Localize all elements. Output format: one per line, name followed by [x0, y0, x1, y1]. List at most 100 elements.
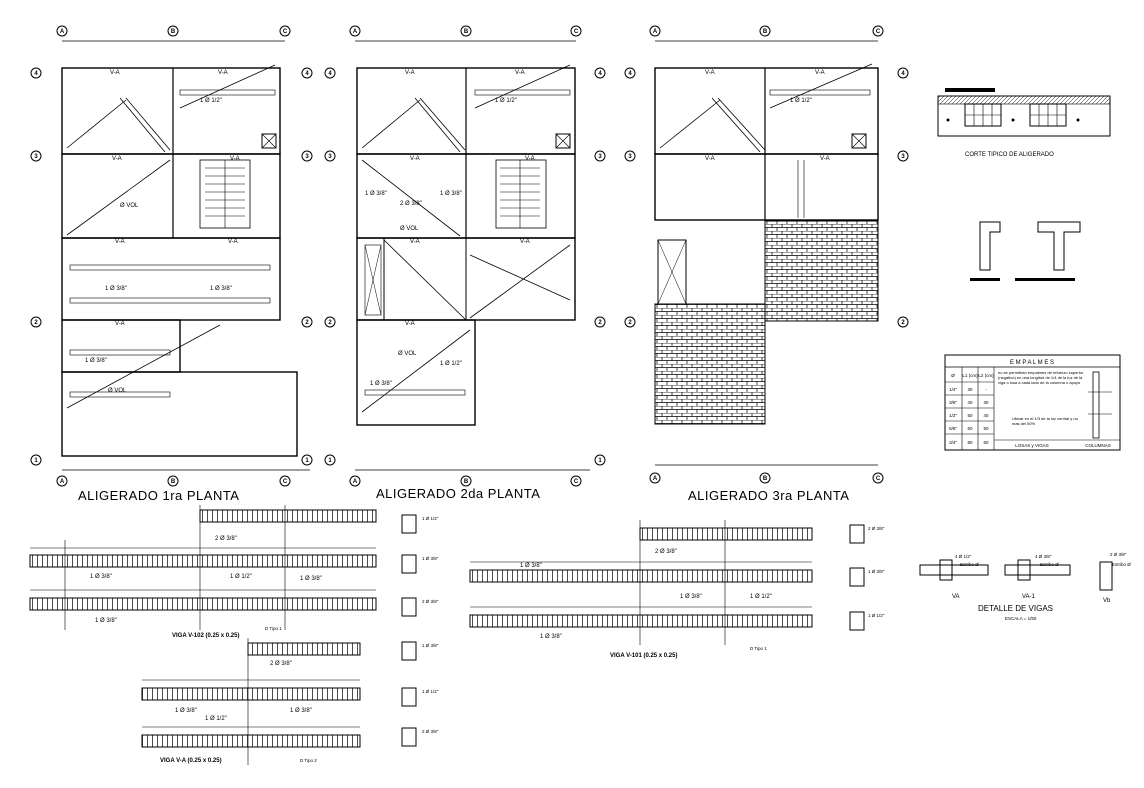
vol-label: Ø VOL	[108, 388, 127, 394]
svg-text:C: C	[574, 29, 579, 35]
grid-bubble-2: 2	[30, 316, 42, 328]
svg-text:40: 40	[983, 413, 989, 418]
svg-text:1 Ø 3/8": 1 Ø 3/8"	[90, 574, 112, 580]
svg-text:1 Ø 3/8": 1 Ø 3/8"	[290, 708, 312, 714]
svg-text:2 Ø 3/8": 2 Ø 3/8"	[655, 549, 677, 555]
svg-text:L2 (cm): L2 (cm)	[978, 373, 994, 378]
rebar-label: 1 Ø 1/2"	[440, 361, 462, 367]
svg-text:A: A	[653, 476, 658, 482]
beam-label: V-A	[820, 156, 830, 162]
grid-bubble-c-bottom: C	[570, 475, 582, 487]
svg-text:C: C	[283, 479, 288, 485]
plan-title: ALIGERADO 3ra PLANTA	[688, 488, 849, 503]
beam-detail-vb: 2 Ø 3/8" Estribo Ø Vb	[1099, 552, 1131, 604]
svg-text:1 Ø 3/8": 1 Ø 3/8"	[540, 634, 562, 640]
beam-elevation-va: 2 Ø 3/8" 1 Ø 3/8" 1 Ø 3/8" 1 Ø 1/2" VIGA…	[141, 638, 361, 765]
grid-bubble-a-bottom: A	[649, 472, 661, 484]
svg-text:B: B	[763, 476, 768, 482]
svg-text:1: 1	[328, 458, 332, 464]
grid-bubble-c-bottom: C	[279, 475, 291, 487]
svg-text:4 Ø 1/2": 4 Ø 1/2"	[955, 554, 972, 559]
svg-text:-: -	[985, 387, 987, 392]
beam-tipo: D Tipo 1	[750, 646, 767, 651]
empalmes-row: 1/2" 50 40	[949, 413, 989, 418]
grid-bubble-c-top: C	[570, 25, 582, 37]
svg-text:B: B	[171, 479, 176, 485]
beam-label: V-A	[405, 70, 415, 76]
svg-text:2 Ø 3/8": 2 Ø 3/8"	[422, 729, 439, 734]
beam-label: V-A	[705, 70, 715, 76]
corte-tipico-detail: CORTE TIPICO DE ALIGERADO	[937, 88, 1111, 281]
svg-text:3: 3	[598, 154, 602, 160]
rebar-label: 1 Ø 3/8"	[440, 191, 462, 197]
beam-label: V-A	[115, 239, 125, 245]
grid-bubble-2: 2	[324, 316, 336, 328]
empalmes-footer-right: COLUMNAS	[1085, 443, 1111, 448]
svg-text:2: 2	[901, 320, 905, 326]
grid-bubble-a-bottom: A	[56, 475, 68, 487]
svg-text:30: 30	[967, 387, 973, 392]
empalmes-note-2: Ubicar en el 1/3 de la luz central y no …	[1012, 416, 1078, 426]
svg-text:2: 2	[598, 320, 602, 326]
svg-text:2: 2	[328, 320, 332, 326]
svg-text:1 Ø 3/8": 1 Ø 3/8"	[520, 563, 542, 569]
svg-text:3: 3	[328, 154, 332, 160]
svg-text:C: C	[283, 29, 288, 35]
beam-label: V-A	[410, 156, 420, 162]
svg-text:4: 4	[305, 71, 309, 77]
svg-text:5/8": 5/8"	[949, 426, 957, 431]
grid-bubble-a-top: A	[56, 25, 68, 37]
rebar-label: 1 Ø 1/2"	[790, 98, 812, 104]
svg-text:3: 3	[628, 154, 632, 160]
svg-text:Estribo Ø: Estribo Ø	[960, 562, 979, 567]
beam-title: VIGA V-A (0.25 x 0.25)	[160, 758, 222, 764]
svg-text:Ø: Ø	[951, 373, 955, 378]
svg-text:3: 3	[305, 154, 309, 160]
plan-title: ALIGERADO 2da PLANTA	[376, 486, 540, 501]
svg-text:C: C	[876, 29, 881, 35]
empalmes-footer-left: LOSAS y VIGAS	[1015, 443, 1049, 448]
grid-bubble-c-top: C	[872, 25, 884, 37]
beam-label: V-A	[410, 239, 420, 245]
svg-text:A: A	[60, 29, 65, 35]
svg-text:C: C	[876, 476, 881, 482]
beam-detail-va: 4 Ø 1/2" Estribo Ø VA	[919, 554, 989, 600]
grid-bubble-2-right: 2	[594, 316, 606, 328]
grid-bubble-b-bottom: B	[759, 472, 771, 484]
grid-bubble-4-right: 4	[897, 67, 909, 79]
grid-bubble-b-bottom: B	[460, 475, 472, 487]
rebar-label: 1 Ø 3/8"	[370, 381, 392, 387]
beam-elevation-v101: 2 Ø 3/8" 1 Ø 3/8" 1 Ø 3/8" 1 Ø 1/2" 1 Ø …	[469, 520, 813, 659]
grid-bubble-b-top: B	[460, 25, 472, 37]
corte-title: CORTE TIPICO DE ALIGERADO	[965, 152, 1054, 158]
grid-bubble-2-right: 2	[301, 316, 313, 328]
plan-2: A B C V-A V-A V-A V-A V-A V-A V-A 1 Ø 3/	[324, 25, 606, 501]
grid-bubble-a-top: A	[649, 25, 661, 37]
rebar-label: 1 Ø 1/2"	[200, 98, 222, 104]
rebar-label: 1 Ø 3/8"	[85, 358, 107, 364]
svg-text:2 Ø 3/8": 2 Ø 3/8"	[1110, 552, 1127, 557]
svg-text:4: 4	[628, 71, 632, 77]
svg-text:1/4": 1/4"	[949, 387, 957, 392]
svg-text:2: 2	[305, 320, 309, 326]
svg-text:80: 80	[967, 440, 973, 445]
svg-text:1 Ø 1/2": 1 Ø 1/2"	[230, 574, 252, 580]
rebar-label: 1 Ø 1/2"	[495, 98, 517, 104]
svg-text:1 Ø 1/2": 1 Ø 1/2"	[422, 516, 439, 521]
empalmes-title: E M P A L M E S	[1010, 360, 1054, 366]
beam-title: VIGA V-101 (0.25 x 0.25)	[610, 653, 677, 659]
svg-text:3: 3	[901, 154, 905, 160]
svg-text:1 Ø 1/2": 1 Ø 1/2"	[205, 716, 227, 722]
section-cuts-right: 2 Ø 3/8" 1 Ø 3/8" 1 Ø 1/2"	[849, 524, 885, 631]
svg-text:L1 (cm): L1 (cm)	[962, 373, 978, 378]
details-scale: ESCALA = 1/50	[1005, 616, 1037, 621]
rebar-label: 1 Ø 3/8"	[105, 286, 127, 292]
svg-text:1 Ø 1/2": 1 Ø 1/2"	[422, 689, 439, 694]
grid-bubble-b-top: B	[759, 25, 771, 37]
vol-label: Ø VOL	[120, 203, 139, 209]
svg-text:30: 30	[983, 400, 989, 405]
beam-label: V-A	[405, 321, 415, 327]
grid-bubble-1: 1	[30, 454, 42, 466]
grid-bubble-4: 4	[324, 67, 336, 79]
beam-label: V-A	[705, 156, 715, 162]
